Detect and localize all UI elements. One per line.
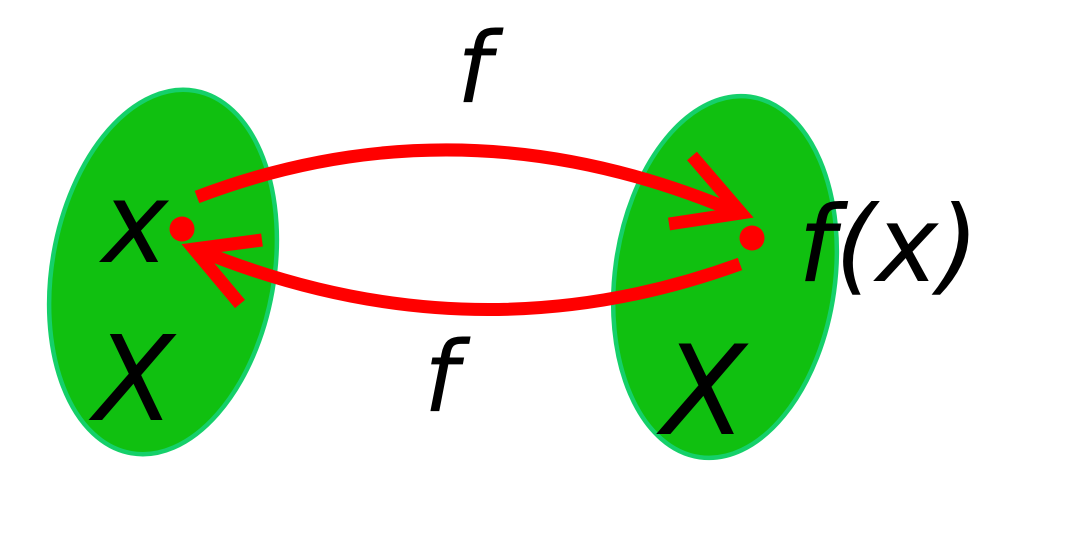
top-arrowhead-icon bbox=[668, 151, 754, 231]
right-set-label: X bbox=[656, 320, 750, 464]
bottom-arrow-label: f bbox=[424, 321, 471, 435]
bottom-arrow-shaft bbox=[193, 242, 743, 317]
bottom-arrowhead-icon bbox=[181, 233, 263, 309]
left-set-ellipse bbox=[46, 87, 280, 457]
left-element-point bbox=[169, 216, 195, 242]
left-element-label: x bbox=[99, 159, 170, 289]
right-element-point bbox=[739, 225, 765, 251]
top-arrow-label: f bbox=[457, 12, 504, 126]
top-arrow-shaft bbox=[194, 143, 744, 220]
left-set: x X bbox=[46, 87, 280, 457]
left-set-label: X bbox=[88, 310, 177, 448]
top-arrow: f bbox=[194, 12, 754, 231]
right-element-label: f(x) bbox=[798, 184, 979, 306]
